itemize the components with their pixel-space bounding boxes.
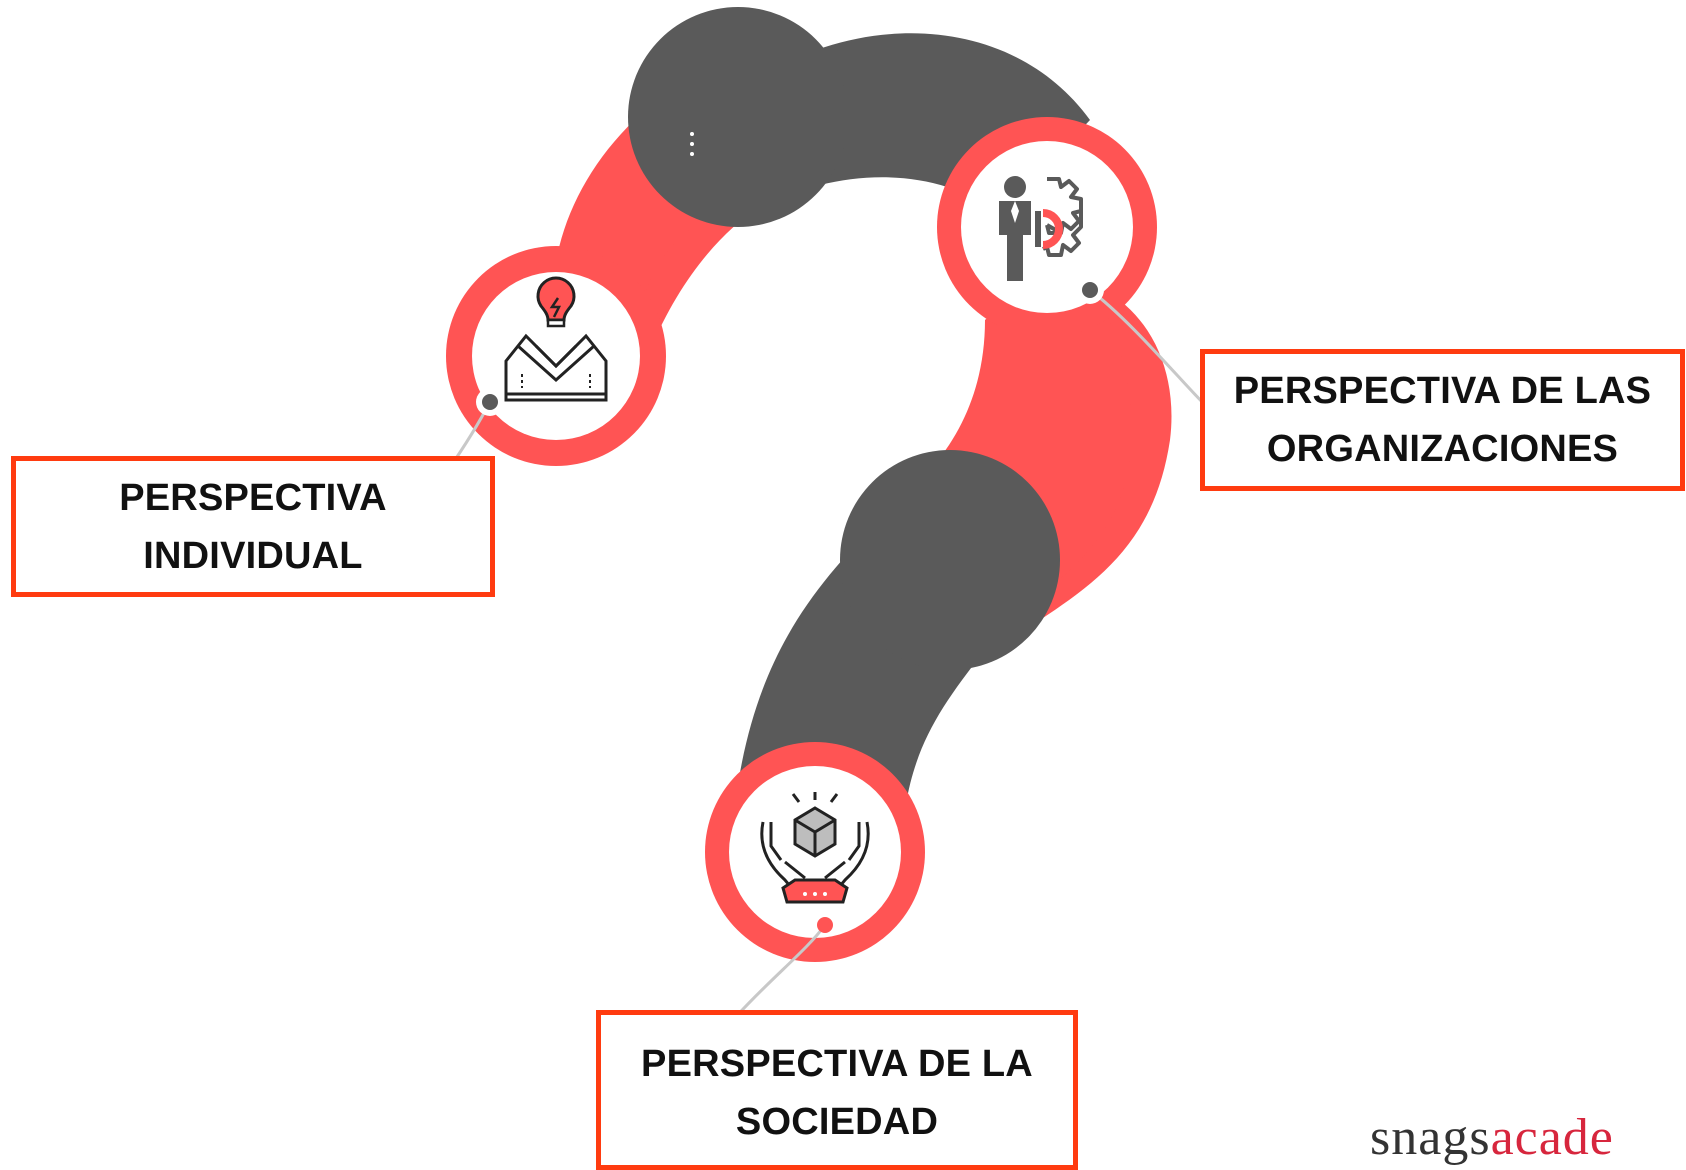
label-line-1: PERSPECTIVA DE LAS [1233,370,1652,412]
label-perspectiva-sociedad: PERSPECTIVA DE LA SOCIEDAD [596,1010,1078,1170]
hands-cube-icon [760,792,870,904]
person-gear-icon [999,176,1083,281]
brand-logo: snagsacade [1370,1108,1614,1167]
question-mark-dark-top-cap [628,7,848,227]
question-mark-dark-lower-cap [840,450,1060,670]
label-line-2: ORGANIZACIONES [1266,428,1619,470]
brand-part-2: acade [1490,1109,1614,1166]
label-line-1: PERSPECTIVA [119,476,387,519]
label-perspectiva-individual: PERSPECTIVA INDIVIDUAL [11,456,495,597]
brand-part-1: snags [1370,1109,1491,1166]
label-line-2: INDIVIDUAL [143,534,363,577]
label-perspectiva-organizaciones: PERSPECTIVA DE LAS ORGANIZACIONES [1200,349,1685,491]
lightbulb-handshake-icon [504,276,608,402]
label-line-1: PERSPECTIVA DE LA [641,1043,1033,1085]
more-options-icon[interactable] [690,132,694,156]
label-line-2: SOCIEDAD [735,1101,939,1143]
